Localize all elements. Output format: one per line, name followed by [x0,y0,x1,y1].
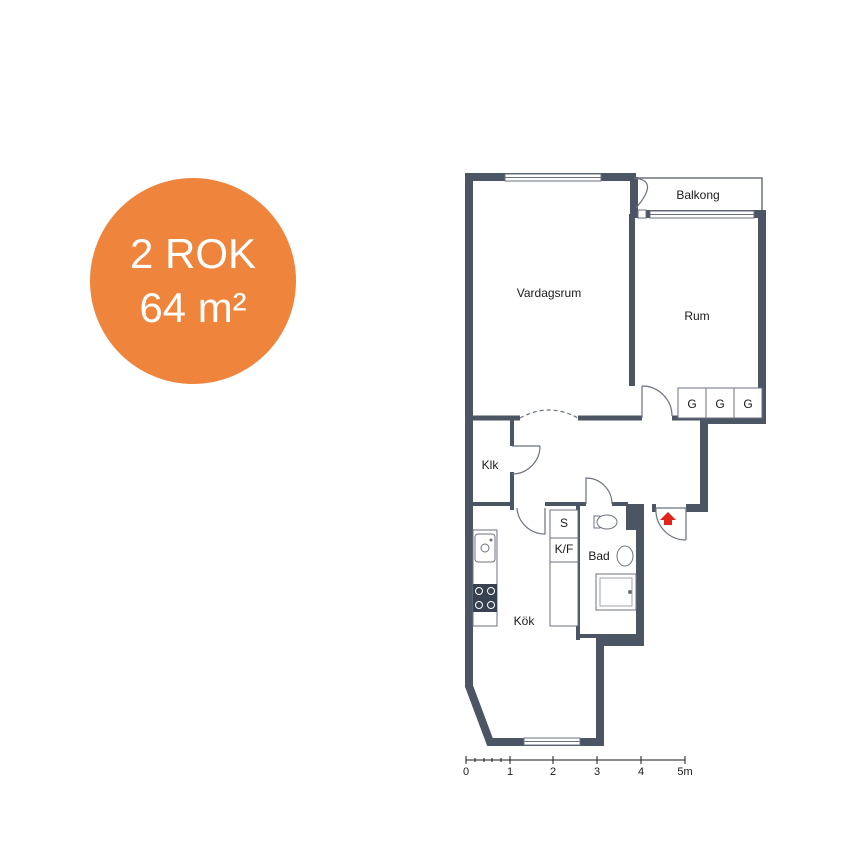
washbasin-icon [616,545,634,567]
room-label-kok: Kök [514,614,536,628]
scale-label-0: 0 [463,766,469,778]
room-label-klk: Klk [482,458,500,472]
badge-area: 64 m² [139,284,247,331]
scale-label-5: 5m [677,766,692,778]
doors [511,177,687,541]
wardrobe-label-1: G [687,397,696,411]
entrance-arrow-icon [660,512,676,525]
toilet-icon [596,514,618,530]
fridge-freezer-label: K/F [555,542,574,556]
scale-label-4: 4 [638,766,644,778]
room-label-balkong: Balkong [676,188,719,202]
wardrobes: G G G [677,387,763,419]
scale-label-1: 1 [507,766,513,778]
stove-icon [473,584,497,612]
freezer-label: S [560,516,568,530]
windows [504,173,755,746]
room-label-bad: Bad [588,549,609,563]
badge-rooms: 2 ROK [129,230,257,277]
room-label-rum: Rum [684,309,709,323]
room-label-vardagsrum: Vardagsrum [517,286,581,300]
room-floors [470,178,762,418]
scale-bar [465,756,686,764]
room-count-badge: 2 ROK 64 m² [90,178,296,384]
scale-label-3: 3 [594,766,600,778]
bathroom-fixtures [593,514,637,611]
wardrobe-label-2: G [715,397,724,411]
scale-label-2: 2 [550,766,556,778]
wardrobe-label-3: G [743,397,752,411]
kitchen-fixtures: S K/F [472,509,579,627]
sink-icon [474,533,496,563]
